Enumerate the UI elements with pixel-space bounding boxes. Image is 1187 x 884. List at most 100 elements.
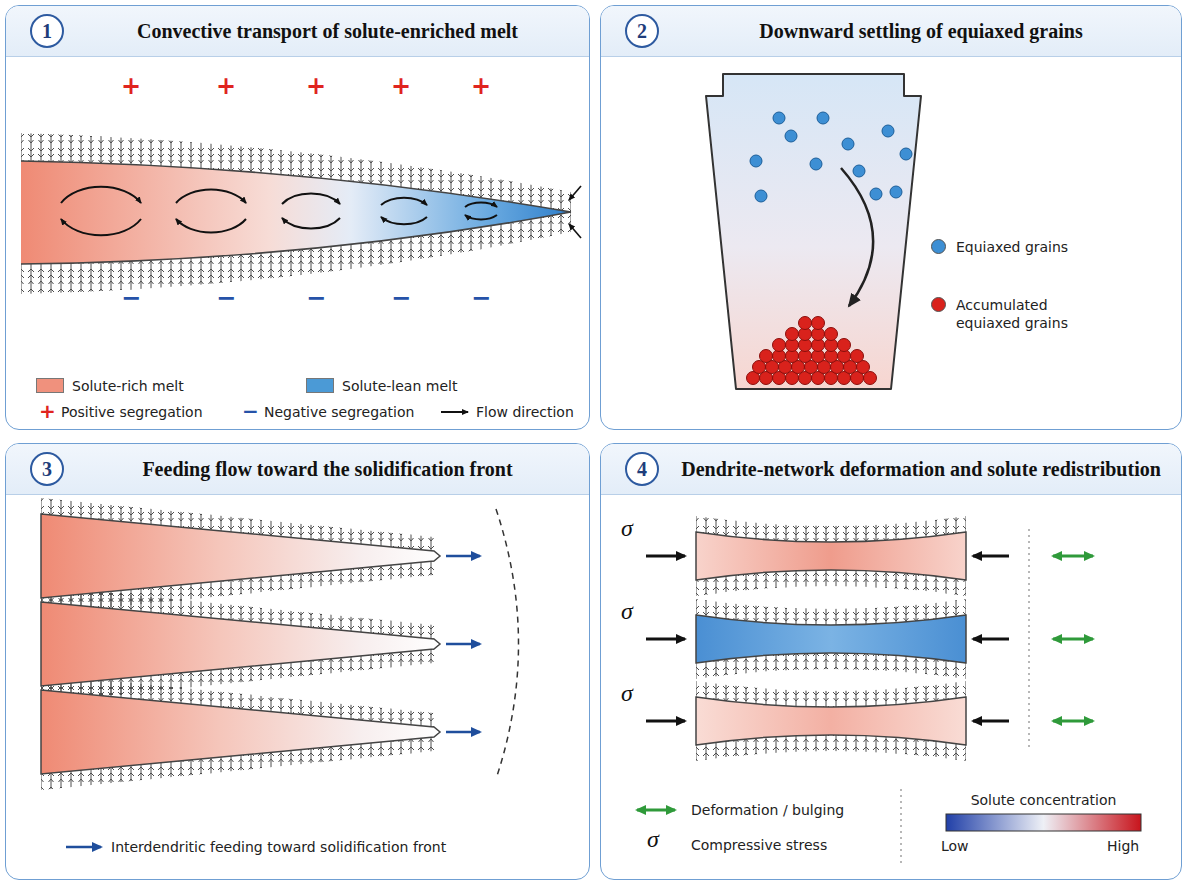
illustration-part [21, 161, 571, 264]
legend-swatch [931, 239, 946, 254]
illustration-part [176, 219, 246, 232]
illustration-part [838, 339, 851, 352]
segregation-sign: + [391, 74, 411, 98]
legend-flow-sample [441, 412, 468, 413]
illustration-part [1053, 638, 1093, 641]
legend-text: Flow direction [476, 403, 574, 421]
equiaxed-grains [750, 112, 912, 202]
illustration-part [786, 328, 799, 341]
illustration-part [696, 697, 966, 745]
settling-illustration [601, 6, 1182, 430]
legend-text: Accumulated equiaxed grains [956, 296, 1086, 332]
illustration-part [441, 411, 468, 413]
legend-item: Interdendritic feeding toward solidifica… [111, 838, 446, 856]
feeding-illustration [6, 444, 590, 880]
stress-symbol: σ [621, 599, 633, 623]
illustration-part [41, 690, 440, 774]
illustration-part [646, 720, 685, 723]
illustration-part [817, 112, 829, 124]
illustration-part [1053, 720, 1093, 723]
illustration-part [61, 187, 141, 203]
illustration-part [900, 148, 912, 160]
legend-swatch [931, 297, 946, 312]
color-bar [946, 814, 1141, 831]
legend-sign-sample: − [242, 401, 259, 421]
illustration-part [946, 814, 1141, 831]
illustration-part [465, 203, 497, 207]
deformed-channels [696, 532, 966, 745]
illustration-part [61, 219, 141, 235]
illustration-part [465, 215, 497, 219]
legend-item: Negative segregation [264, 403, 414, 421]
illustration-part [842, 138, 854, 150]
illustration-part [825, 328, 838, 341]
illustration-part [785, 130, 797, 142]
step-number-circle: 4 [625, 452, 659, 486]
convection-illustration [6, 6, 590, 430]
segregation-sign: − [216, 286, 236, 310]
illustration-part [569, 224, 581, 238]
illustration-part [755, 190, 767, 202]
illustration-part [799, 317, 812, 330]
illustration-part [446, 731, 480, 734]
illustration-part [496, 509, 519, 779]
illustration-part [569, 186, 581, 200]
illustration-part [773, 339, 786, 352]
legend-text: Interdendritic feeding toward solidifica… [111, 838, 446, 856]
convection-vortices [61, 187, 497, 236]
illustration-part [851, 350, 864, 363]
legend-text: Compressive stress [691, 836, 827, 854]
panel-title: Convective transport of solute-enriched … [76, 18, 579, 44]
legend-item: Positive segregation [61, 403, 203, 421]
dendrite-fringe [696, 516, 966, 761]
solidification-front [496, 509, 519, 779]
step-number-circle: 1 [30, 14, 64, 48]
tip-arrows [569, 186, 581, 238]
segregation-sign: − [306, 286, 326, 310]
feeding-arrows [446, 556, 480, 732]
illustration-part [882, 125, 894, 137]
legend-text: Deformation / bulging [691, 801, 844, 819]
illustration-part [21, 161, 571, 212]
step-number: 4 [627, 454, 657, 484]
colorbar-max: High [1107, 837, 1139, 855]
illustration-part [176, 190, 246, 203]
panel-box: Dendrite-network deformation and solute … [600, 443, 1182, 880]
illustration-part [646, 638, 685, 641]
illustration-part [773, 112, 785, 124]
melt-channel [21, 161, 571, 264]
panel-title: Downward settling of equiaxed grains [671, 18, 1171, 44]
step-number: 1 [32, 16, 62, 46]
deformation-illustration [601, 444, 1182, 880]
segregation-sign: − [121, 286, 141, 310]
panel-box: Feeding flow toward the solidification f… [5, 443, 590, 880]
colorbar-title: Solute concentration [946, 791, 1141, 809]
illustration-part [282, 193, 340, 204]
panel-box: Downward settling of equiaxed grains 2Equ… [600, 5, 1182, 430]
illustration-part [41, 514, 440, 598]
stress-symbol: σ [621, 516, 633, 540]
segregation-sign: + [471, 74, 491, 98]
illustration-part [750, 155, 762, 167]
crucible [706, 74, 921, 389]
legend-item: Accumulated equiaxed grains [931, 296, 1086, 332]
legend-swatch [306, 378, 334, 393]
step-number: 2 [627, 16, 657, 46]
illustration-part [812, 317, 825, 330]
legend-item: Solute-lean melt [306, 377, 457, 395]
illustration-part [41, 602, 440, 686]
illustration-part [66, 846, 101, 849]
legend-item: Equiaxed grains [931, 238, 1068, 256]
stress-arrows [646, 556, 1009, 721]
accumulated-grains [747, 317, 877, 385]
illustration-part [760, 350, 773, 363]
illustration-part [696, 532, 966, 580]
legend-stress-sample: σ [647, 827, 659, 851]
segregation-sign: − [471, 286, 491, 310]
settling-arrow [841, 168, 873, 306]
illustration-part [706, 74, 921, 389]
panel-box: Convective transport of solute-enriched … [5, 5, 590, 430]
legend-item: Compressive stress [691, 836, 827, 854]
legend-text: Positive segregation [61, 403, 203, 421]
